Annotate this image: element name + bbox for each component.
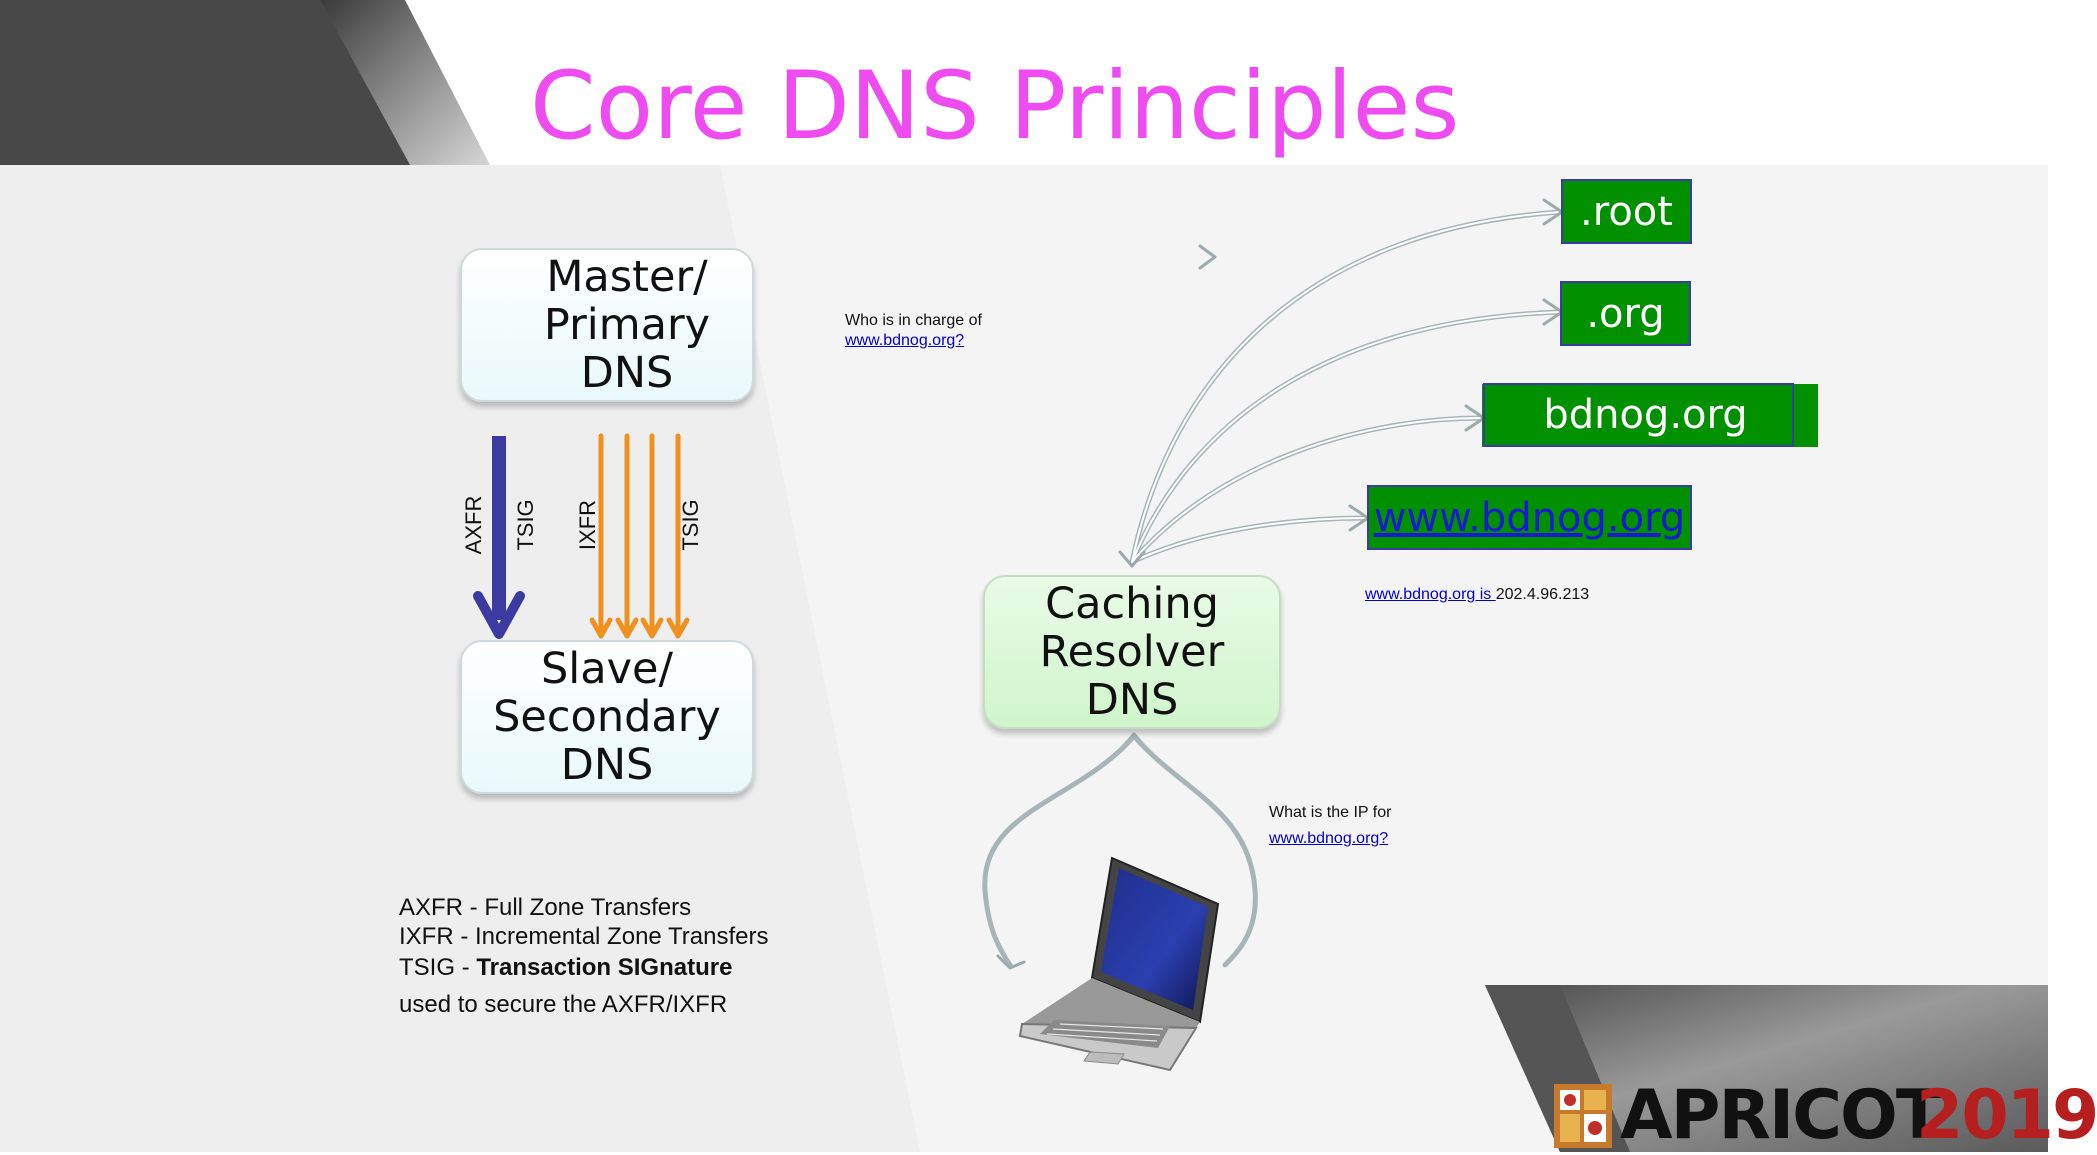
ip-question-text: What is the IP for	[1269, 804, 1392, 821]
legend-tsig-prefix: TSIG -	[399, 954, 477, 981]
authority-question-link[interactable]: www.bdnog.org?	[845, 332, 965, 349]
caching-resolver-dns-node: Caching Resolver DNS	[983, 575, 1281, 729]
domain-box-bdnog: bdnog.org	[1483, 383, 1794, 447]
domain-box-org: .org	[1560, 281, 1691, 346]
domain-box-root: .root	[1561, 179, 1692, 244]
legend-tsig-note: used to secure the AXFR/IXFR	[399, 991, 728, 1018]
answer-text: www.bdnog.org is 202.4.96.213	[1365, 586, 1589, 604]
apricot-logo: APRICOT 2019	[1548, 1076, 2097, 1155]
authority-question-text: Who is in charge of	[845, 312, 982, 329]
axfr-arrow-head	[473, 591, 525, 639]
domain-box-www-bdnog: www.bdnog.org	[1367, 485, 1692, 550]
page-title: Core DNS Principles	[530, 52, 1460, 161]
authority-question: Who is in charge of www.bdnog.org?	[845, 312, 982, 350]
answer-link[interactable]: www.bdnog.org is	[1365, 586, 1496, 603]
slave-secondary-dns-node: Slave/ Secondary DNS	[460, 640, 754, 794]
legend-ixfr: IXFR - Incremental Zone Transfers	[399, 923, 769, 950]
master-primary-dns-node: Master/ Primary DNS	[460, 248, 754, 402]
legend-tsig-bold: Transaction SIGnature	[476, 954, 733, 981]
logo-apricot-text: APRICOT	[1620, 1076, 1942, 1155]
laptop-icon	[1018, 856, 1220, 1072]
legend-tsig: TSIG - Transaction SIGnature	[399, 954, 732, 982]
resolution-arrows	[982, 198, 1564, 970]
answer-ip: 202.4.96.213	[1495, 586, 1590, 603]
logo-emblem-icon	[1554, 1084, 1612, 1148]
www-bdnog-link[interactable]: www.bdnog.org	[1373, 494, 1686, 541]
ixfr-arrows	[589, 433, 690, 639]
logo-year-text: 2019	[1916, 1076, 2097, 1155]
legend-axfr: AXFR - Full Zone Transfers	[399, 894, 692, 921]
transfer-arrows	[473, 433, 690, 639]
ip-question: What is the IP for www.bdnog.org?	[1269, 804, 1391, 848]
ip-question-link[interactable]: www.bdnog.org?	[1269, 830, 1389, 847]
